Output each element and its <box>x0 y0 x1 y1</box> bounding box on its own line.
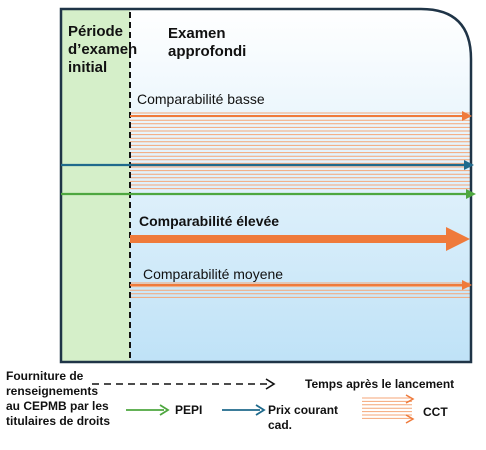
legend-time-label: Temps après le lancement <box>305 377 455 391</box>
price-line-1: Prix courant <box>268 403 339 417</box>
initial-panel <box>61 9 130 362</box>
medium-comparability-band <box>130 282 471 298</box>
provision-line-1: Fourniture de <box>6 369 84 383</box>
pepi-arrowhead <box>466 189 476 199</box>
provision-line-4: titulaires de droits <box>6 414 111 428</box>
legend-provision-arrowhead <box>265 378 276 390</box>
legend-pepi-arrowhead <box>159 404 170 416</box>
initial-period-label: Période d’examen initial <box>68 23 137 77</box>
legend-cct-label: CCT <box>423 405 448 419</box>
indepth-review-label: Examen approfondi <box>168 25 246 61</box>
low-cct-arrowhead <box>462 111 472 121</box>
price-line-2: cad. <box>268 418 293 432</box>
legend-cct-swatch <box>362 394 415 424</box>
low-comparability-label: Comparabilité basse <box>137 91 265 107</box>
diagram-frame <box>59 7 473 364</box>
legend-cct-arrowhead <box>405 394 415 404</box>
current-price-arrowhead <box>464 160 474 170</box>
legend-price-arrowhead <box>255 404 266 416</box>
provision-line-2: renseignements <box>6 384 99 398</box>
low-comparability-band <box>130 112 471 190</box>
indepth-label-line-2: approfondi <box>168 43 247 60</box>
legend-cct-arrowhead <box>405 414 415 424</box>
indepth-label-line-1: Examen <box>168 25 226 42</box>
provision-line-3: au CEPMB par les <box>6 399 109 413</box>
initial-label-line-2: d’examen <box>68 41 138 58</box>
high-comparability-label: Comparabilité élevée <box>139 213 280 229</box>
legend-pepi-label: PEPI <box>175 403 203 417</box>
medium-cct-arrowhead <box>462 280 472 290</box>
medium-comparability-label: Comparabilité moyene <box>143 266 284 282</box>
legend-price-label: Prix courant cad. <box>268 403 338 433</box>
high-cct-arrowhead <box>446 227 470 251</box>
legend-provision-label: Fourniture de renseignements au CEPMB pa… <box>6 369 110 429</box>
initial-label-line-3: initial <box>68 59 108 76</box>
initial-label-line-1: Période <box>68 23 124 40</box>
